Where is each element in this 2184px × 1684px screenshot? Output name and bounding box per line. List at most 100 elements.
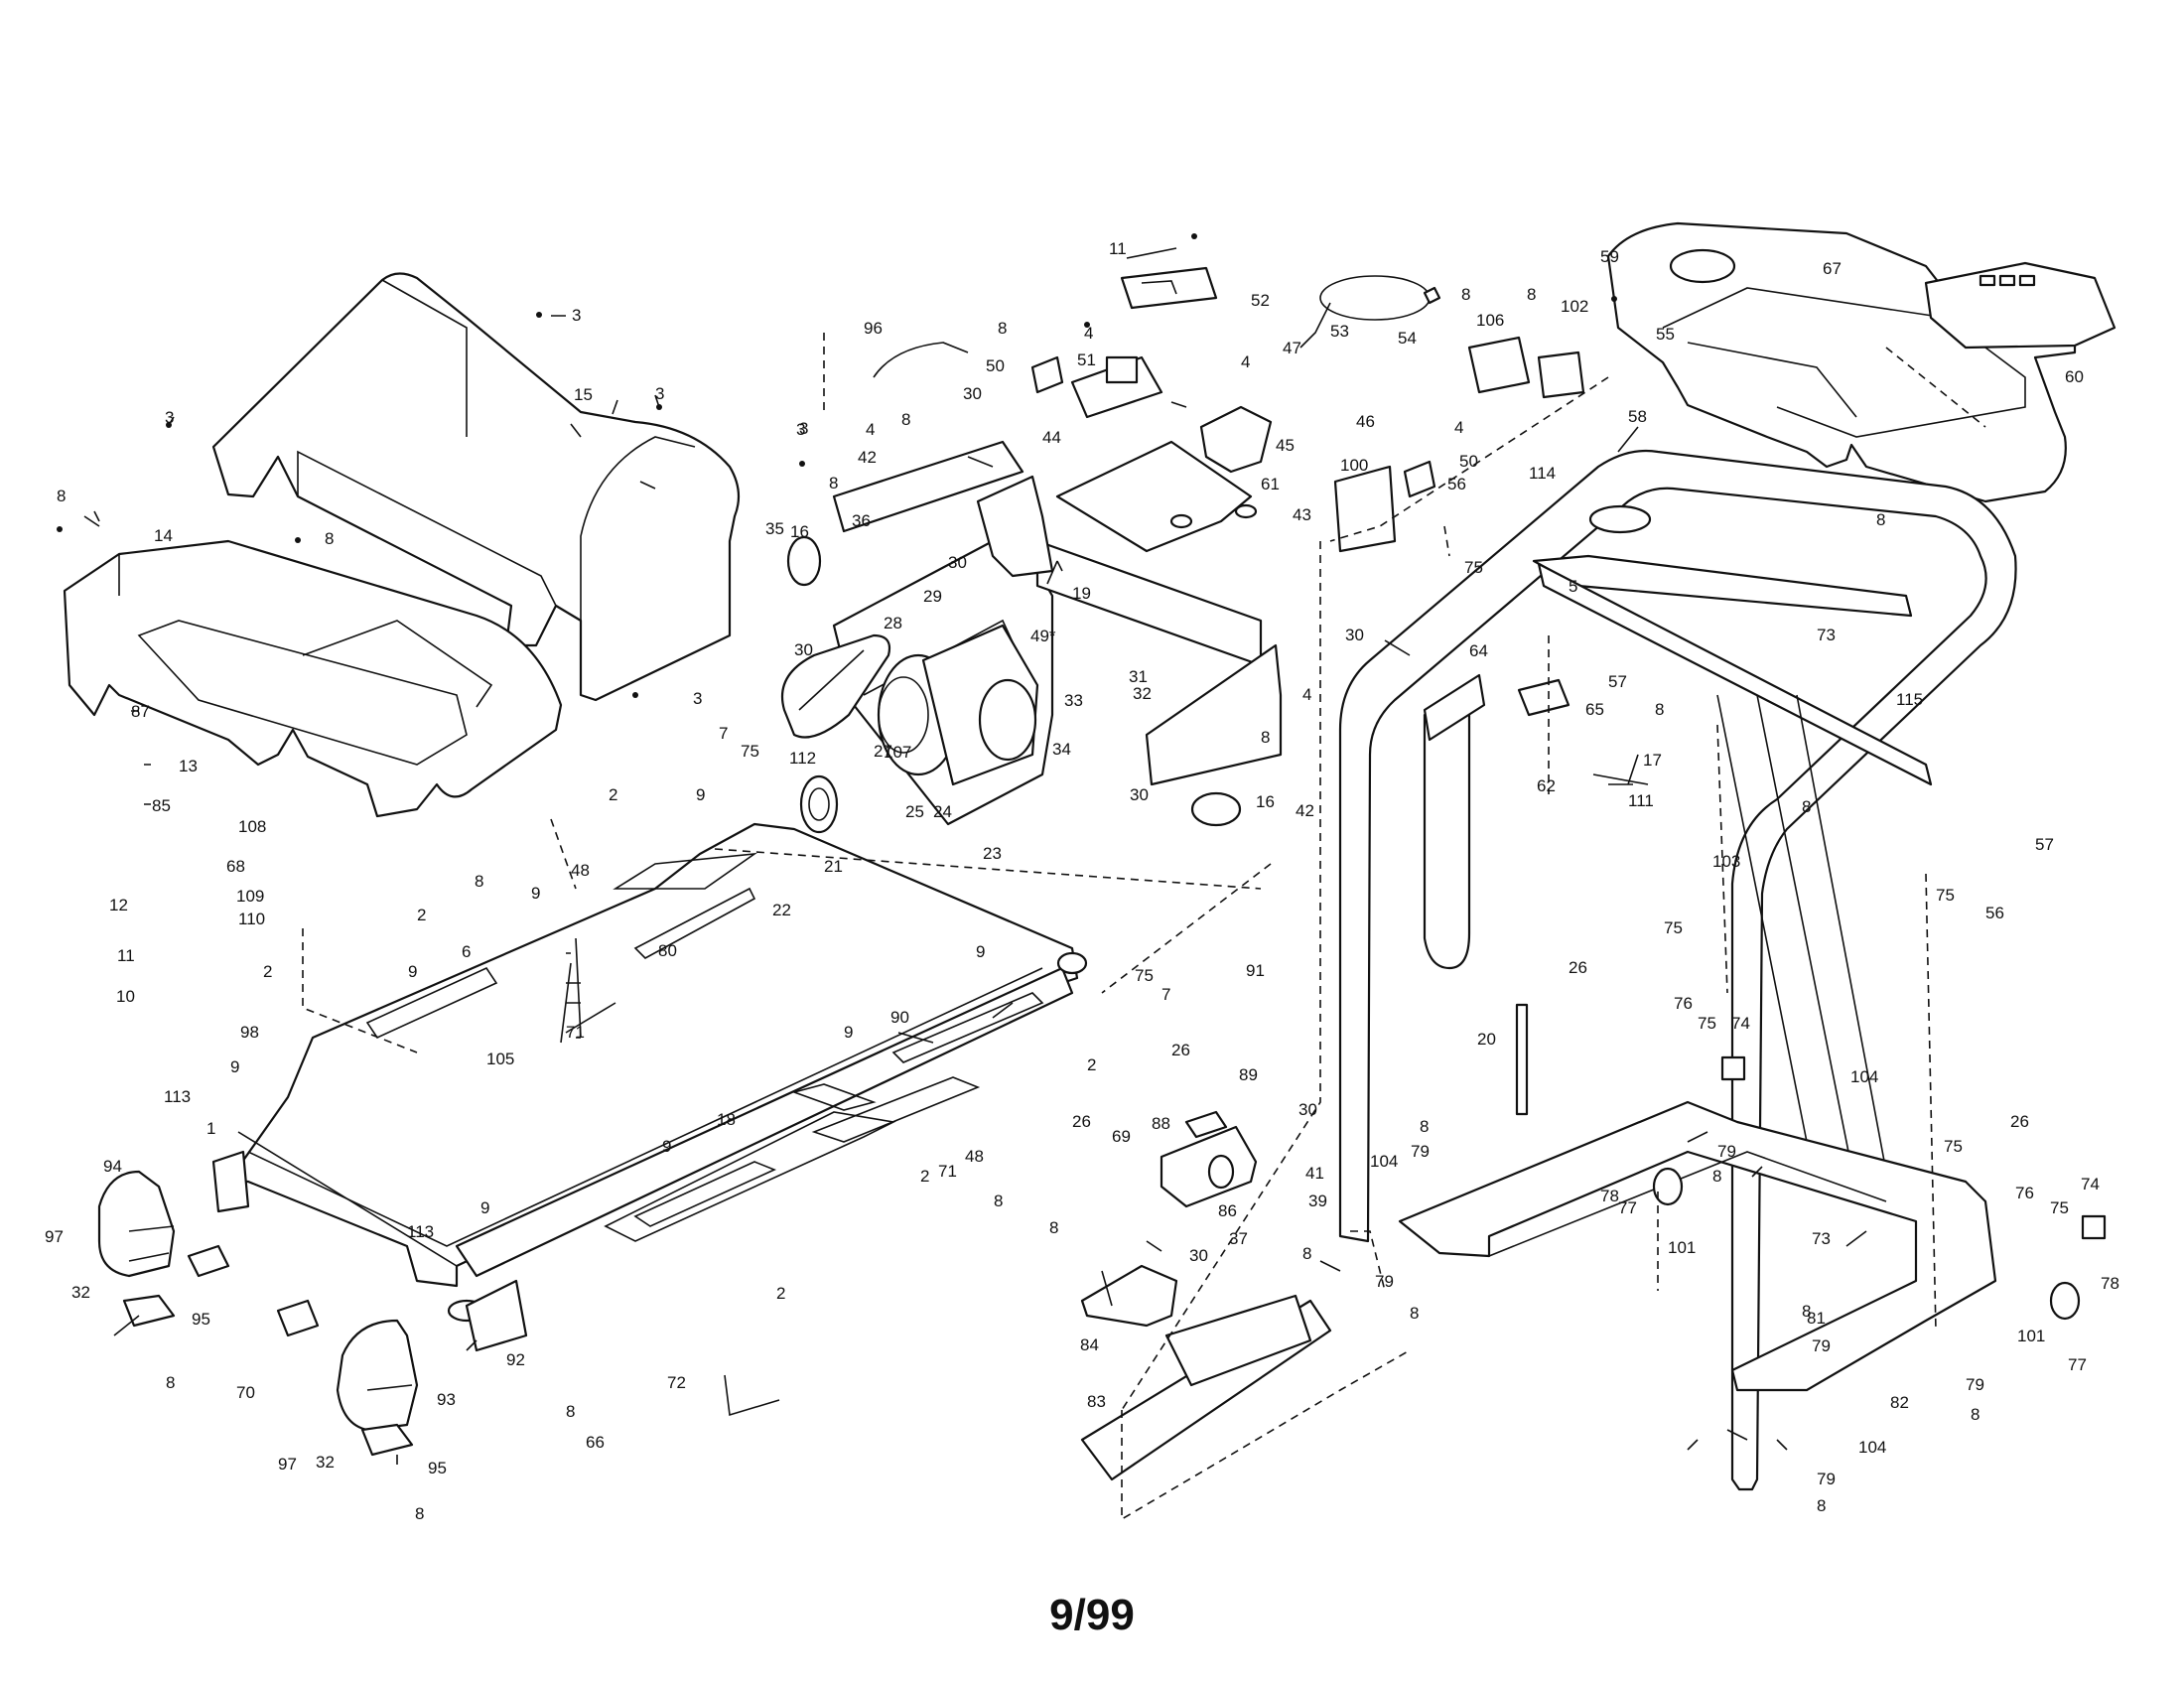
callout-78-a: 78 bbox=[1600, 1187, 1619, 1205]
callout-71-b: 71 bbox=[938, 1162, 957, 1181]
callout-45: 45 bbox=[1276, 436, 1295, 455]
callout-7-a: 7 bbox=[719, 724, 728, 743]
callout-30-a: 30 bbox=[963, 384, 982, 403]
callout-20: 20 bbox=[1477, 1030, 1496, 1049]
upright-frame-part bbox=[1338, 449, 2017, 1491]
callout-48-a: 48 bbox=[571, 861, 590, 880]
callout-33: 33 bbox=[1064, 691, 1083, 710]
callout-70: 70 bbox=[236, 1383, 255, 1402]
callout-87: 87 bbox=[131, 702, 150, 721]
control-board-52-part bbox=[1120, 266, 1218, 310]
crossbar-part bbox=[832, 440, 1283, 786]
hex-key-part bbox=[724, 1374, 780, 1417]
callout-102: 102 bbox=[1561, 297, 1588, 316]
callout-60: 60 bbox=[2065, 367, 2084, 386]
callout-16-b: 16 bbox=[1256, 792, 1275, 811]
callout-54: 54 bbox=[1398, 329, 1417, 348]
callout-8-u: 8 bbox=[1410, 1304, 1419, 1323]
callout-103: 103 bbox=[1712, 852, 1740, 871]
callout-14: 14 bbox=[154, 526, 173, 545]
callout-59: 59 bbox=[1600, 247, 1619, 266]
callout-76-b: 76 bbox=[2015, 1184, 2034, 1202]
callout-8-p: 8 bbox=[1876, 510, 1885, 529]
callout-8-j: 8 bbox=[1261, 728, 1270, 747]
callout-75-g: 75 bbox=[1944, 1137, 1963, 1156]
callout-30-g: 30 bbox=[1189, 1246, 1208, 1265]
leader-lines bbox=[83, 247, 1867, 1465]
callout-104-a: 104 bbox=[1370, 1152, 1398, 1171]
callout-8-m: 8 bbox=[1302, 1244, 1311, 1263]
callout-69: 69 bbox=[1112, 1127, 1131, 1146]
callout-8-n: 8 bbox=[1461, 285, 1470, 304]
callout-55: 55 bbox=[1656, 325, 1675, 344]
callout-42-a: 42 bbox=[858, 448, 877, 467]
parts-layer bbox=[57, 221, 2116, 1521]
callout-112: 112 bbox=[789, 749, 816, 768]
callout-3-a: 3 bbox=[572, 306, 581, 325]
callout-80: 80 bbox=[658, 941, 677, 960]
callout-81: 81 bbox=[1807, 1309, 1826, 1328]
base-frame-part bbox=[1398, 1100, 1997, 1392]
bracket-45-part bbox=[1199, 405, 1273, 474]
callout-96: 96 bbox=[864, 319, 883, 338]
callout-29: 29 bbox=[923, 587, 942, 606]
callout-82: 82 bbox=[1890, 1393, 1909, 1412]
motor-hood-part bbox=[211, 272, 741, 702]
callout-101-b: 101 bbox=[2017, 1327, 2045, 1345]
callout-48-b: 48 bbox=[965, 1147, 984, 1166]
callout-95-b: 95 bbox=[428, 1459, 447, 1477]
callout-1: 1 bbox=[206, 1119, 215, 1138]
callout-30-c: 30 bbox=[794, 640, 813, 659]
callout-75-a: 75 bbox=[741, 742, 759, 761]
callout-57-a: 57 bbox=[1608, 672, 1627, 691]
wire-96-part bbox=[873, 342, 969, 378]
callout-4-a: 4 bbox=[1084, 324, 1093, 343]
callout-77-a: 77 bbox=[1618, 1198, 1637, 1217]
callout-8-h: 8 bbox=[901, 410, 910, 429]
callout-37: 37 bbox=[1229, 1229, 1248, 1248]
callout-46: 46 bbox=[1356, 412, 1375, 431]
callout-9-a: 9 bbox=[230, 1057, 239, 1076]
callout-13: 13 bbox=[179, 757, 198, 775]
callout-26-a: 26 bbox=[1171, 1041, 1190, 1059]
callout-2-a: 2 bbox=[263, 962, 272, 981]
callout-8-x: 8 bbox=[1817, 1496, 1826, 1515]
callout-50-a: 50 bbox=[986, 356, 1005, 375]
callout-35: 35 bbox=[765, 519, 784, 538]
callout-11-a: 11 bbox=[117, 946, 135, 965]
drive-belt-part bbox=[780, 633, 891, 739]
callout-76-a: 76 bbox=[1674, 994, 1693, 1013]
callout-98: 98 bbox=[240, 1023, 259, 1042]
callout-9-c: 9 bbox=[408, 962, 417, 981]
wheel-77-parts bbox=[1652, 1167, 2081, 1321]
callout-93: 93 bbox=[437, 1390, 456, 1409]
callout-9-h: 9 bbox=[480, 1198, 489, 1217]
callout-79-c: 79 bbox=[1375, 1272, 1394, 1291]
callout-8-a: 8 bbox=[57, 487, 66, 505]
callout-30-d: 30 bbox=[1345, 626, 1364, 644]
roller-wheels-part bbox=[786, 535, 1242, 827]
callout-53: 53 bbox=[1330, 322, 1349, 341]
callout-27: 27 bbox=[874, 742, 892, 761]
callout-111: 111 bbox=[1628, 791, 1654, 810]
callout-108: 108 bbox=[238, 817, 266, 836]
callout-51: 51 bbox=[1077, 351, 1096, 369]
callout-11-b: 11 bbox=[1109, 239, 1127, 258]
callout-9-d: 9 bbox=[696, 785, 705, 804]
callout-83: 83 bbox=[1087, 1392, 1106, 1411]
callout-84: 84 bbox=[1080, 1335, 1099, 1354]
callout-57-b: 57 bbox=[2035, 835, 2054, 854]
callout-106: 106 bbox=[1476, 311, 1504, 330]
callout-3-d: 3 bbox=[693, 689, 702, 708]
callout-2-d: 2 bbox=[920, 1167, 929, 1186]
mounting-plates-part bbox=[1080, 1264, 1332, 1481]
callout-26-d: 26 bbox=[2010, 1112, 2029, 1131]
callout-8-e: 8 bbox=[415, 1504, 424, 1523]
plate-100-part bbox=[1333, 465, 1397, 553]
transformer-part bbox=[1467, 336, 1585, 399]
callout-2-f: 2 bbox=[1087, 1055, 1096, 1074]
callout-32-b: 32 bbox=[316, 1453, 335, 1472]
callout-44: 44 bbox=[1042, 428, 1061, 447]
